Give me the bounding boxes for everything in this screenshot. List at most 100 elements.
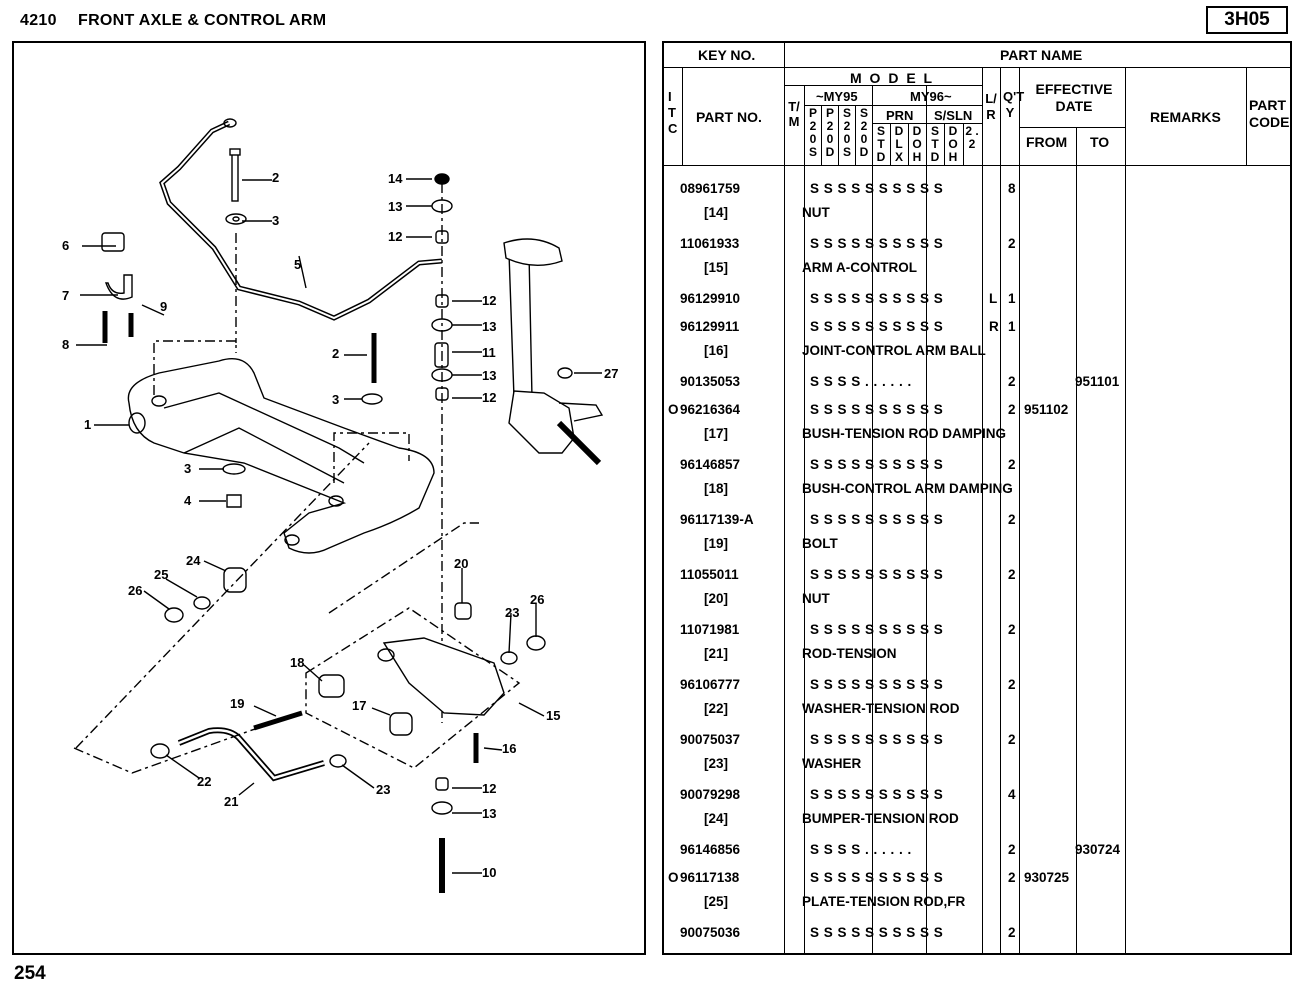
key-number: [19]: [704, 536, 729, 551]
part-number: 96216364: [680, 402, 741, 417]
key-number: [24]: [704, 811, 729, 826]
effective-date-header: EFFECTIVE DATE: [1035, 81, 1113, 114]
model-applicability: S S S S . . . . . .: [810, 842, 912, 857]
tm-header: T/M: [788, 99, 800, 129]
quantity: 2: [1008, 622, 1016, 637]
callout-label: 1: [84, 417, 92, 432]
part-name: BUSH-CONTROL ARM DAMPING: [802, 481, 1013, 496]
callout-label: 15: [546, 708, 561, 723]
key-number: [17]: [704, 426, 729, 441]
parts-table: KEY NO. PART NAME ITC PART NO. T/M M O D…: [662, 41, 1292, 955]
quantity: 1: [1008, 291, 1016, 306]
part-name: NUT: [802, 205, 830, 220]
callout-label: 3: [332, 392, 340, 407]
callout-label: 3: [272, 213, 280, 228]
callout-label: 12: [482, 390, 497, 405]
callout-label: 18: [290, 655, 305, 670]
quantity: 8: [1008, 181, 1016, 196]
part-number: 96117139-A: [680, 512, 754, 527]
part-number: 90075037: [680, 732, 741, 747]
part-number: 96117138: [680, 870, 740, 885]
front-axle-drawing: [73, 118, 604, 893]
callout-label: 12: [482, 293, 497, 308]
callout-label: 27: [604, 366, 619, 381]
part-number: 90135053: [680, 374, 741, 389]
model-col-header: S T D: [876, 124, 886, 164]
model-applicability: S S S S S S S S S S: [810, 677, 944, 692]
callout-label: 21: [224, 794, 239, 809]
quantity: 2: [1008, 512, 1016, 527]
callout-label: 22: [197, 774, 212, 789]
part-number: 90079298: [680, 787, 741, 802]
model-applicability: S S S S S S S S S S: [810, 925, 944, 940]
my95-header: ~MY95: [816, 89, 858, 104]
left-right: R: [989, 319, 999, 334]
part-number: 90075036: [680, 925, 741, 940]
callout-label: 13: [482, 806, 497, 821]
effective-to: 951101: [1075, 374, 1120, 389]
part-name: BOLT: [802, 536, 838, 551]
qty-header: Q'TY: [1003, 89, 1025, 120]
quantity: 2: [1008, 236, 1016, 251]
quantity: 2: [1008, 732, 1016, 747]
model-col-header: S 2 0 D: [859, 106, 869, 159]
itc-marker: O: [668, 402, 679, 417]
callout-label: 19: [230, 696, 245, 711]
part-name: JOINT-CONTROL ARM BALL: [802, 343, 986, 358]
model-col-header: D O H: [912, 124, 922, 164]
ssln-header: S/SLN: [934, 108, 973, 123]
effective-from: 930725: [1024, 870, 1070, 885]
model-applicability: S S S S S S S S S S: [810, 402, 944, 417]
callout-label: 4: [184, 493, 192, 508]
part-number: 11061933: [680, 236, 740, 251]
key-number: [25]: [704, 894, 729, 909]
key-number: [16]: [704, 343, 729, 358]
key-number: [18]: [704, 481, 729, 496]
callout-label: 26: [530, 592, 545, 607]
model-applicability: S S S S S S S S S S: [810, 787, 944, 802]
callout-label: 13: [388, 199, 403, 214]
callout-label: 11: [482, 345, 496, 360]
part-name: WASHER: [802, 756, 862, 771]
itc-header: ITC: [668, 89, 678, 136]
part-number: 96129910: [680, 291, 741, 306]
remarks-header: REMARKS: [1150, 109, 1221, 125]
part-number: 96146857: [680, 457, 741, 472]
key-no-header: KEY NO.: [698, 47, 756, 63]
from-header: FROM: [1026, 134, 1068, 150]
key-number: [21]: [704, 646, 729, 661]
callout-label: 26: [128, 583, 143, 598]
callout-label: 13: [482, 368, 497, 383]
model-applicability: S S S S S S S S S S: [810, 181, 944, 196]
quantity: 2: [1008, 870, 1016, 885]
part-name: PLATE-TENSION ROD,FR: [802, 894, 966, 909]
callout-label: 25: [154, 567, 169, 582]
callout-label: 16: [502, 741, 517, 756]
page-title: FRONT AXLE & CONTROL ARM: [78, 12, 327, 29]
callout-label: 5: [294, 257, 302, 272]
model-col-header: S 2 0 S: [842, 106, 851, 159]
effective-to: 930724: [1075, 842, 1121, 857]
page-number: 254: [14, 963, 46, 984]
prn-header: PRN: [886, 108, 914, 123]
part-name: NUT: [802, 591, 830, 606]
callout-label: 12: [388, 229, 403, 244]
quantity: 2: [1008, 567, 1016, 582]
model-applicability: S S S S S S S S S S: [810, 512, 944, 527]
model-applicability: S S S S S S S S S S: [810, 622, 944, 637]
callout-label: 12: [482, 781, 497, 796]
part-number: 08961759: [680, 181, 741, 196]
model-col-header: D O H: [948, 124, 958, 164]
model-applicability: S S S S S S S S S S: [810, 319, 944, 334]
callout-label: 9: [160, 299, 168, 314]
callout-label: 24: [186, 553, 201, 568]
part-name: ROD-TENSION: [802, 646, 897, 661]
model-col-header: 2 . 2: [965, 124, 979, 151]
lr-header: L/R: [985, 91, 997, 122]
part-name: WASHER-TENSION ROD: [802, 701, 960, 716]
model-applicability: S S S S S S S S S S: [810, 732, 944, 747]
my96-header: MY96~: [910, 89, 952, 104]
quantity: 2: [1008, 374, 1016, 389]
quantity: 2: [1008, 457, 1016, 472]
effective-from: 951102: [1024, 402, 1069, 417]
